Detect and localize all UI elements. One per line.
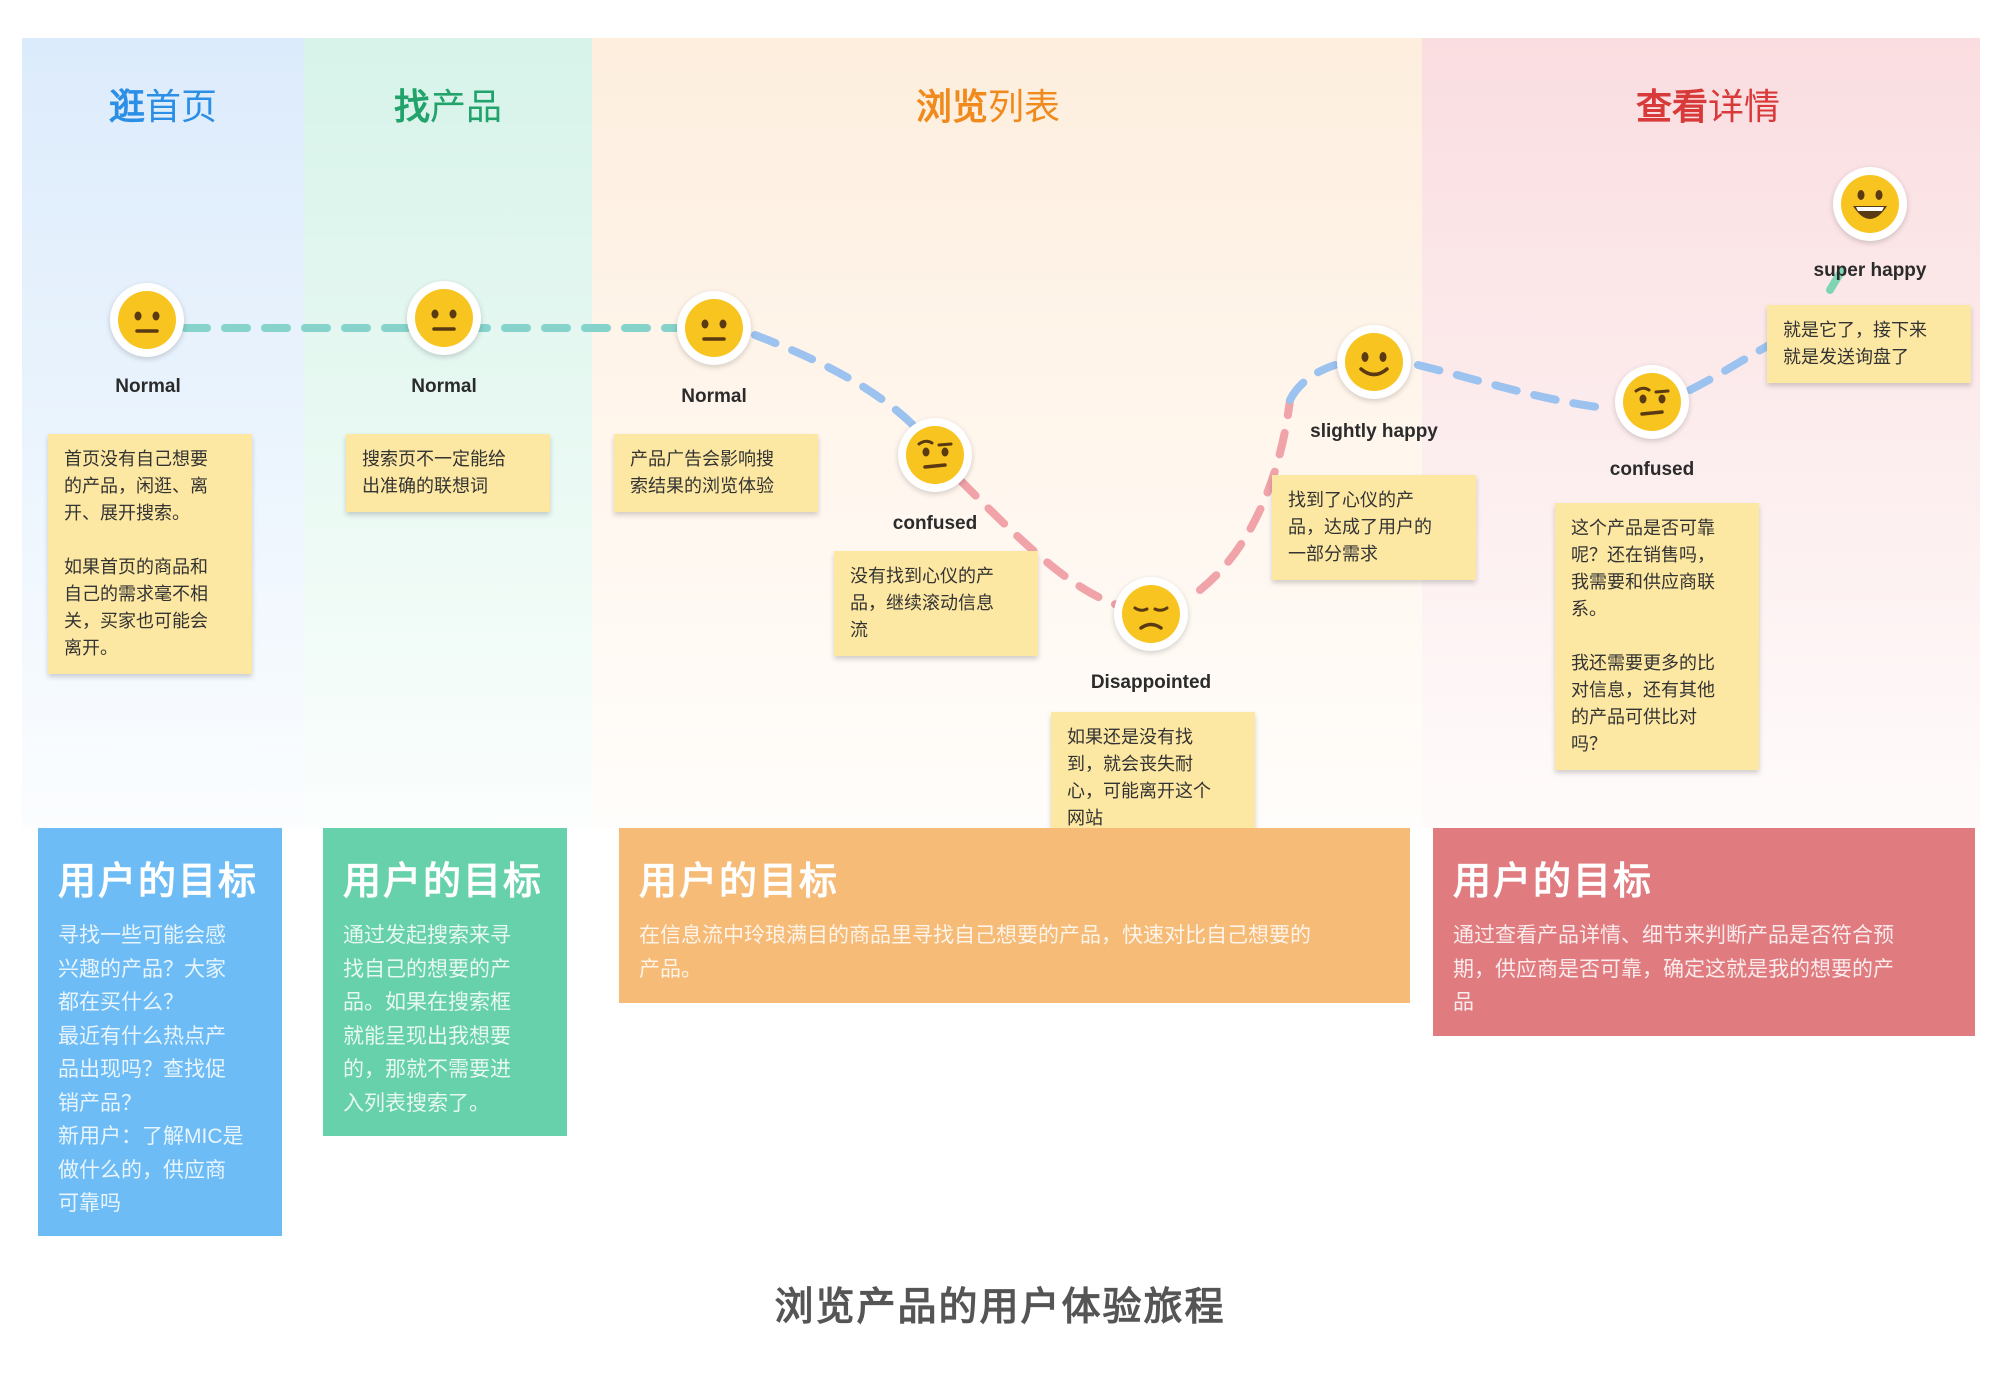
- user-goal-card-home: 用户的目标 寻找一些可能会感 兴趣的产品？大家 都在买什么？ 最近有什么热点产 …: [38, 828, 282, 1236]
- curve-segment-to-super-happy: [1826, 256, 1852, 294]
- curve-segment-disappointed-to-happy: [1196, 396, 1294, 594]
- goal-text: 通过查看产品详情、细节来判断产品是否符合预 期，供应商是否可靠，确定这就是我的想…: [1453, 924, 1894, 1014]
- goal-text: 在信息流中玲琅满目的商品里寻找自己想要的产品，快速对比自己想要的 产品。: [639, 924, 1311, 981]
- goal-text: 寻找一些可能会感 兴趣的产品？大家 都在买什么？ 最近有什么热点产 品出现吗？查…: [58, 924, 244, 1215]
- user-goal-card-detail: 用户的目标 通过查看产品详情、细节来判断产品是否符合预 期，供应商是否可靠，确定…: [1433, 828, 1975, 1036]
- emotion-label: super happy: [1813, 260, 1927, 281]
- curve-segment-happy-to-confused: [1414, 361, 1609, 412]
- emotion-label: slightly happy: [1310, 421, 1438, 442]
- neutral-face-icon: [110, 283, 184, 357]
- sticky-note: 就是它了，接下来 就是发送询盘了: [1767, 305, 1971, 383]
- curve-segment-browse-to-confused: [751, 331, 924, 436]
- emotion-label: Normal: [115, 376, 181, 397]
- user-goal-card-find: 用户的目标 通过发起搜索来寻 找自己的想要的产 品。如果在搜索框 就能呈现出我想…: [323, 828, 567, 1136]
- curve-segment-confused-to-super-happy: [1686, 338, 1779, 394]
- emotion-label: Normal: [681, 386, 747, 407]
- disappointed-face-icon: [1114, 577, 1188, 651]
- sticky-note: 这个产品是否可靠 呢？还在销售吗， 我需要和供应商联 系。 我还需要更多的比 对…: [1555, 503, 1759, 770]
- emotion-label: Disappointed: [1090, 672, 1212, 693]
- sticky-note: 搜索页不一定能给 出准确的联想词: [346, 434, 550, 512]
- goal-text: 通过发起搜索来寻 找自己的想要的产 品。如果在搜索框 就能呈现出我想要 的，那就…: [343, 924, 511, 1115]
- stage-title-find: 找产品: [393, 86, 503, 127]
- emotion-label: confused: [1609, 459, 1695, 480]
- neutral-face-icon: [407, 281, 481, 355]
- sticky-note: 没有找到心仪的产 品，继续滚动信息 流: [834, 551, 1038, 656]
- confused-face-icon: [898, 418, 972, 492]
- goal-title: 用户的目标: [343, 861, 544, 903]
- curve-segment-rise-to-happy: [1286, 361, 1339, 404]
- slightly-happy-face-icon: [1337, 325, 1411, 399]
- emotion-label: confused: [892, 513, 978, 534]
- neutral-face-icon: [677, 291, 751, 365]
- sticky-note: 如果还是没有找 到，就会丧失耐 心，可能离开这个 网站: [1051, 712, 1255, 844]
- user-goal-card-browse: 用户的目标 在信息流中玲琅满目的商品里寻找自己想要的产品，快速对比自己想要的 产…: [619, 828, 1410, 1003]
- stage-title-browse: 浏览列表: [915, 86, 1061, 127]
- curve-segment-confused-to-disappointed: [956, 476, 1124, 610]
- goal-title: 用户的目标: [639, 861, 840, 903]
- sticky-note: 产品广告会影响搜 索结果的浏览体验: [614, 434, 818, 512]
- emotion-label: Normal: [411, 376, 477, 397]
- goal-title: 用户的目标: [1453, 861, 1654, 903]
- stage-title-home: 逛首页: [108, 86, 218, 127]
- super-happy-face-icon: [1833, 167, 1907, 241]
- sticky-note: 首页没有自己想要 的产品，闲逛、离 开、展开搜索。 如果首页的商品和 自己的需求…: [48, 434, 252, 674]
- stage-column-find: [304, 38, 592, 828]
- diagram-caption: 浏览产品的用户体验旅程: [774, 1286, 1226, 1329]
- stage-title-detail: 查看详情: [1635, 86, 1781, 127]
- goal-title: 用户的目标: [58, 861, 259, 903]
- sticky-note: 找到了心仪的产 品，达成了用户的 一部分需求: [1272, 475, 1476, 580]
- stage-column-home: [22, 38, 304, 828]
- confused-face-icon: [1615, 365, 1689, 439]
